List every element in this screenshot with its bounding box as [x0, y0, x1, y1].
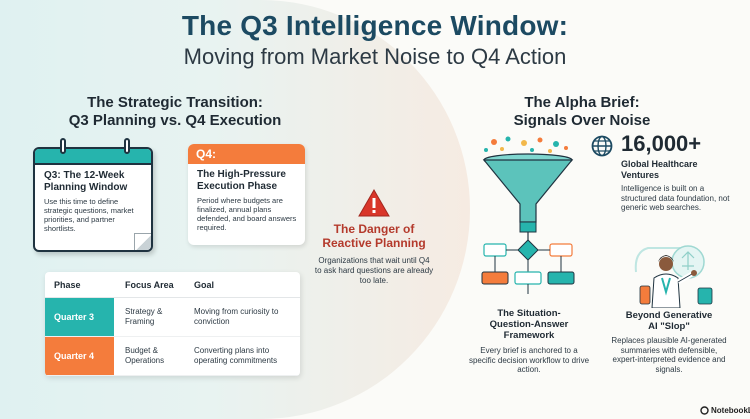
phase-cell: Quarter 3 [45, 298, 114, 336]
phase-cell: Quarter 4 [45, 337, 114, 375]
q4-card-text: Period where budgets are finalized, annu… [197, 196, 297, 232]
q3-calendar-card: Q3: The 12-Week Planning Window Use this… [33, 147, 153, 252]
funnel-flowchart-illustration [481, 136, 575, 294]
framework-title: The Situation- Question-Answer Framework [474, 308, 584, 341]
ventures-label-line1: Global Healthcare [621, 159, 698, 169]
q3-card-text: Use this time to define strategic questi… [44, 197, 134, 233]
table-header-phase: Phase [54, 280, 81, 290]
page-title: The Q3 Intelligence Window: [181, 10, 569, 41]
ventures-label-line2: Ventures [621, 170, 660, 180]
framework-title-line3: Framework [503, 330, 555, 341]
calendar-ring-icon [60, 138, 66, 154]
danger-title-line2: Reactive Planning [322, 236, 426, 250]
notebooklm-logo-icon [700, 406, 709, 415]
beaker-icon [697, 287, 713, 305]
strategic-transition-heading-line2: Q3 Planning vs. Q4 Execution [68, 112, 282, 129]
focus-cell: Strategy & Framing [125, 307, 163, 326]
q3-card-title-line1: Q3: The 12-Week [44, 170, 125, 181]
noise-particles [484, 136, 568, 153]
goal-cell: Moving from curiosity to conviction [194, 307, 279, 326]
page-subtitle: Moving from Market Noise to Q4 Action [183, 44, 567, 69]
q3-card-title: Q3: The 12-Week Planning Window [35, 165, 151, 194]
ventures-label: Global Healthcare Ventures [621, 159, 731, 181]
globe-icon [591, 135, 613, 157]
ventures-text: Intelligence is built on a structured da… [621, 184, 730, 212]
q4-card-title: The High-Pressure Execution Phase [188, 164, 305, 193]
q4-card-title-line1: The High-Pressure [197, 169, 286, 180]
framework-text: Every brief is anchored to a specific de… [468, 346, 590, 374]
brand-watermark: NotebookLM [700, 406, 750, 415]
funnel-icon [482, 159, 574, 223]
alpha-brief-heading-line2: Signals Over Noise [513, 112, 651, 129]
q4-card-label: Q4: [188, 144, 305, 164]
scientist-illustration [634, 245, 713, 308]
strategic-transition-heading-line1: The Strategic Transition: [87, 94, 263, 111]
ventures-count: 16,000+ [621, 131, 702, 156]
brand-name: NotebookLM [711, 406, 750, 415]
table-header-row: Phase Focus Area Goal [45, 272, 300, 298]
danger-text: Organizations that wait until Q4 to ask … [314, 256, 434, 285]
strategic-transition-heading: The Strategic Transition: Q3 Planning vs… [46, 94, 304, 130]
page-curl-icon [134, 233, 151, 250]
danger-title: The Danger of Reactive Planning [318, 222, 430, 250]
warning-icon [358, 189, 390, 217]
calendar-ring-icon [124, 138, 130, 154]
focus-cell: Budget & Operations [125, 346, 165, 365]
danger-title-line1: The Danger of [333, 222, 415, 236]
goal-cell: Converting plans into operating commitme… [194, 346, 278, 365]
framework-title-line2: Question-Answer [489, 319, 569, 330]
test-tube-icon [639, 285, 651, 305]
phase-table: Phase Focus Area Goal Quarter 3 Strategy… [45, 272, 300, 376]
framework-title-line1: The Situation- [497, 308, 561, 319]
beyond-ai-title-line2: AI "Slop" [648, 321, 690, 332]
beyond-ai-title: Beyond Generative AI "Slop" [608, 310, 730, 332]
q4-card-title-line2: Execution Phase [197, 181, 278, 192]
table-row: Quarter 3 Strategy & Framing Moving from… [45, 298, 300, 337]
q3-card-title-line2: Planning Window [44, 182, 128, 193]
table-header-focus: Focus Area [125, 280, 174, 290]
beyond-ai-text: Replaces plausible AI-generated summarie… [611, 336, 727, 374]
alpha-brief-heading-line1: The Alpha Brief: [524, 94, 640, 111]
table-header-goal: Goal [194, 280, 215, 290]
alpha-brief-heading: The Alpha Brief: Signals Over Noise [472, 94, 692, 130]
q4-execution-card: Q4: The High-Pressure Execution Phase Pe… [188, 144, 305, 245]
calendar-header-bar [35, 149, 151, 165]
table-row: Quarter 4 Budget & Operations Converting… [45, 337, 300, 376]
beyond-ai-title-line1: Beyond Generative [625, 310, 713, 321]
